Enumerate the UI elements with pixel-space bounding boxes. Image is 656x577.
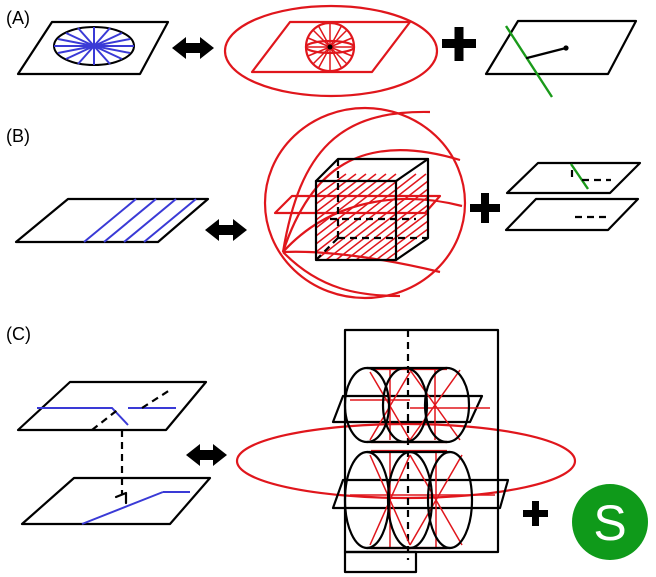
c-cylinder-bottom	[343, 450, 474, 550]
panel-c: (C)	[6, 324, 648, 574]
c-red-ellipse-with-cylinders	[235, 328, 577, 574]
a-plane-with-disk	[16, 20, 170, 76]
panel-b-label: (B)	[6, 126, 30, 146]
panel-b: (B)	[6, 106, 642, 300]
double-arrow-icon	[186, 444, 227, 466]
a-plane-with-green-line	[484, 19, 638, 98]
green-circle-badge: S	[572, 484, 648, 560]
plus-icon	[470, 193, 500, 223]
b-red-sphere-with-cube	[263, 106, 467, 300]
b-cube	[314, 157, 430, 262]
panel-a-label: (A)	[6, 8, 30, 28]
b-plane-with-lines	[14, 197, 210, 244]
c-two-planes	[16, 380, 212, 526]
c-cylinder-top	[343, 366, 471, 444]
panel-a: (A)	[6, 4, 638, 98]
plus-icon	[442, 27, 476, 61]
double-arrow-icon	[172, 37, 214, 59]
panel-c-label: (C)	[6, 324, 31, 344]
b-stacked-planes	[504, 161, 642, 232]
plus-icon	[523, 501, 548, 526]
badge-letter: S	[593, 495, 626, 551]
a-red-ellipse-with-disk	[223, 4, 439, 98]
double-arrow-icon	[205, 219, 247, 241]
